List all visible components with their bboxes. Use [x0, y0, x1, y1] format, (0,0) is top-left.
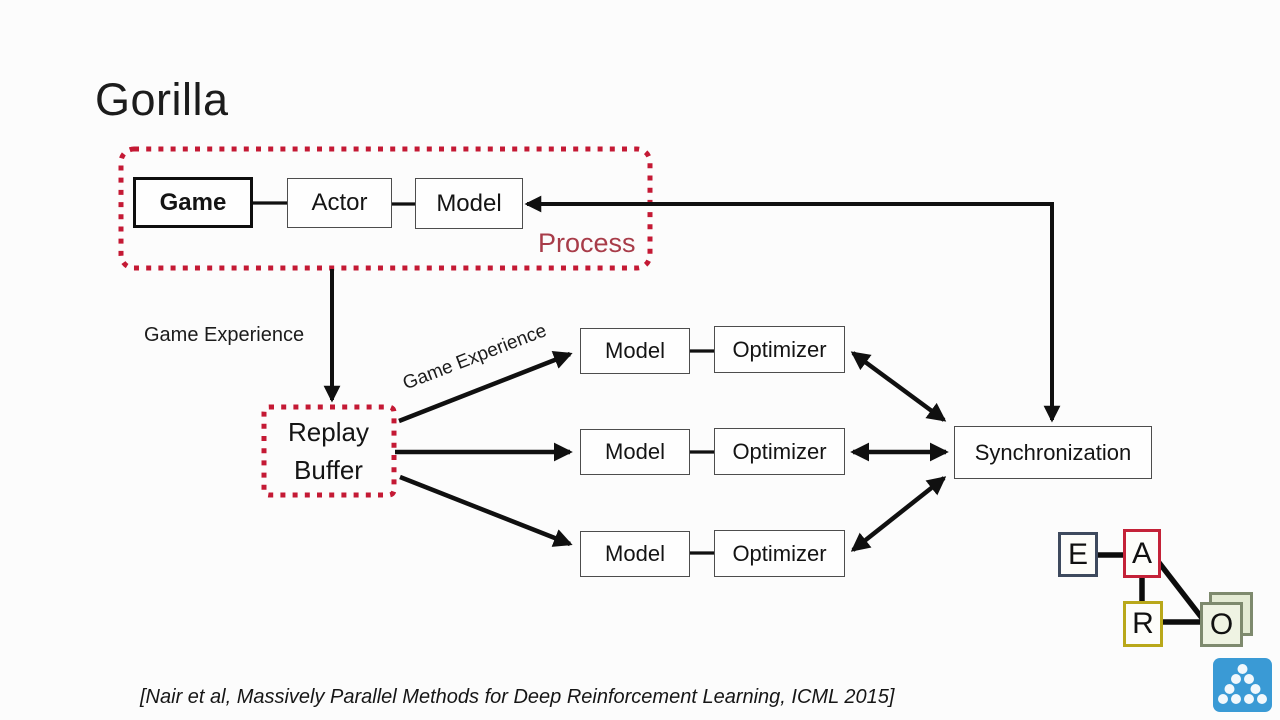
- worker1-optimizer-box: Optimizer: [714, 326, 845, 373]
- worker3-optimizer-label: Optimizer: [732, 540, 827, 566]
- synchronization-label: Synchronization: [974, 439, 1132, 465]
- earo-environment-box: E: [1058, 532, 1098, 577]
- game-box-label: Game: [159, 188, 227, 216]
- worker2-model-box: Model: [580, 429, 690, 475]
- edge-optimizer1-sync: [850, 351, 947, 422]
- synchronization-box: Synchronization: [954, 426, 1152, 479]
- actor-box: Actor: [287, 178, 392, 228]
- game-experience-label: Game Experience: [144, 324, 305, 346]
- worker2-optimizer-label: Optimizer: [732, 438, 827, 464]
- node-network-logo-icon: [1213, 658, 1272, 712]
- process-group-label: Process: [538, 228, 636, 258]
- edge-optimizer3-sync: [850, 476, 947, 552]
- process-model-box: Model: [415, 178, 523, 229]
- game-experience-diagonal-label: Game Experience: [400, 320, 550, 395]
- worker1-model-label: Model: [605, 338, 665, 363]
- edge-a-o: [1154, 558, 1208, 624]
- actor-box-label: Actor: [311, 189, 368, 216]
- edge-replay-to-model-3: [399, 474, 573, 547]
- replay-buffer-box: Replay Buffer: [263, 407, 394, 496]
- slide-title: Gorilla: [95, 74, 229, 125]
- earo-agent-box: A: [1123, 529, 1161, 578]
- earo-reward-box: R: [1123, 601, 1163, 647]
- earo-observation-box: O: [1200, 602, 1243, 647]
- worker3-model-box: Model: [580, 531, 690, 577]
- worker1-optimizer-label: Optimizer: [732, 336, 827, 362]
- worker3-optimizer-box: Optimizer: [714, 530, 845, 577]
- earo-reward-letter: R: [1132, 607, 1154, 640]
- earo-environment-letter: E: [1067, 537, 1088, 571]
- worker2-model-label: Model: [605, 439, 665, 464]
- game-box: Game: [133, 177, 253, 228]
- process-model-box-label: Model: [436, 189, 502, 217]
- worker2-optimizer-box: Optimizer: [714, 428, 845, 475]
- earo-observation-letter: O: [1209, 607, 1234, 641]
- worker1-model-box: Model: [580, 328, 690, 374]
- replay-buffer-label-line1: Replay: [288, 416, 369, 447]
- earo-agent-letter: A: [1131, 536, 1152, 570]
- worker3-model-label: Model: [605, 541, 665, 566]
- citation-text: [Nair et al, Massively Parallel Methods …: [140, 686, 895, 708]
- replay-buffer-label-line2: Buffer: [294, 454, 363, 485]
